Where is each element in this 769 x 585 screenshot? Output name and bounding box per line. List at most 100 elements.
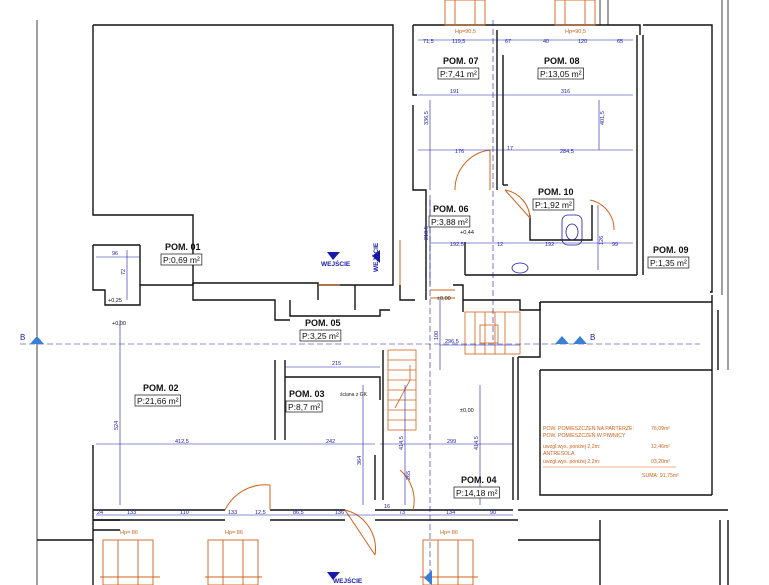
room-area: P:1,92 m² — [535, 200, 572, 210]
dimension-labels: 71,5 119,5 67 40 120 65 191 316 336,5 40… — [97, 29, 623, 536]
room-name: POM. 02 — [143, 383, 179, 393]
summary-value: 03,20m² — [651, 459, 670, 465]
level-label: +0,44 — [460, 230, 474, 236]
level-label: ±0,00 — [437, 296, 451, 302]
room-name: POM. 01 — [165, 242, 201, 252]
room-area: P:7,41 m² — [440, 69, 477, 79]
dim-label: 96 — [112, 251, 118, 257]
dim-label: 316 — [561, 89, 570, 95]
dim-label: 215 — [332, 361, 341, 367]
level-label: +0,25 — [108, 298, 122, 304]
window-height-label: Hp= 86 — [225, 530, 243, 536]
room-area-box — [285, 400, 323, 413]
dim-label: 133 — [228, 510, 237, 516]
fixtures — [511, 214, 583, 274]
room-area-box — [428, 215, 471, 228]
room-name: POM. 05 — [305, 318, 341, 328]
dim-label: 176 — [455, 149, 464, 155]
level-label: +0,00 — [112, 321, 126, 327]
dim-label: 24 — [97, 510, 103, 516]
dim-label: 40 — [543, 39, 549, 45]
summary-line: uwzgl.wys. poniżej 2,2m: — [543, 444, 600, 450]
room-area: P:1,35 m² — [650, 258, 687, 268]
room-area-box — [537, 67, 584, 80]
window-height-label: Hp= 86 — [440, 530, 458, 536]
room-area: P:8,7 m² — [288, 402, 320, 412]
summary-line: POW. POMIESZCZEŃ W PIWNICY — [543, 432, 626, 439]
dim-label: 73 — [399, 510, 405, 516]
room-name: POM. 06 — [433, 204, 469, 214]
room-name: POM. 07 — [443, 56, 479, 66]
dim-label: 192 — [545, 242, 554, 248]
summary-line: POW. POMIESZCZEŃ NA PARTERZE: — [543, 425, 634, 432]
room-area: P:14,18 m² — [456, 488, 498, 498]
dim-label: 100 — [434, 331, 440, 340]
dim-label: 401,5 — [600, 111, 606, 125]
outer-boundary — [36, 0, 729, 585]
room-area-box — [160, 253, 203, 266]
dimension-lines — [20, 20, 700, 585]
room-name: POM. 04 — [461, 475, 497, 485]
dim-label: 126 — [599, 236, 605, 245]
dim-label: 133 — [127, 510, 136, 516]
dim-label: 191 — [450, 89, 459, 95]
dim-label: 136 — [335, 510, 344, 516]
room-area-box — [134, 394, 181, 407]
entrance-label-bottom: WEJŚCIE — [333, 576, 363, 585]
window-height-label: Hp=90,5 — [455, 29, 476, 35]
dim-label: 192,5 — [450, 242, 464, 248]
room-area-box — [437, 67, 480, 80]
room-area-box — [299, 329, 342, 342]
dim-label: 90 — [490, 510, 496, 516]
dim-label: 414,5 — [474, 436, 480, 450]
dim-label: 299 — [447, 439, 456, 445]
dim-label: 524 — [114, 421, 120, 430]
stairs — [387, 311, 521, 431]
dim-label: 72 — [121, 269, 127, 275]
dim-label: 12,5 — [255, 510, 266, 516]
wall-note: ścianа z GK — [340, 392, 368, 398]
summary-value: 76,09m² — [651, 426, 670, 432]
dim-label: 65 — [617, 39, 623, 45]
dim-label: 336,5 — [424, 111, 430, 125]
room-area: P:0,69 m² — [163, 255, 200, 265]
dim-label: 12 — [497, 242, 503, 248]
section-markers: B B — [20, 333, 595, 344]
room-name: POM. 10 — [538, 187, 574, 197]
doors — [224, 149, 615, 556]
dim-label: 414,5 — [399, 436, 405, 450]
summary-line: uwzgl.wys. poniżej 2,2m: — [543, 459, 600, 465]
dim-label: 67 — [505, 39, 511, 45]
room-area-box — [647, 256, 690, 269]
dim-label: 284,5 — [560, 149, 574, 155]
dim-label: 210,5 — [424, 226, 430, 240]
dim-label: 364 — [357, 456, 363, 465]
room-name: POM. 03 — [289, 389, 325, 399]
dim-label: 17 — [507, 146, 513, 152]
room-area: P:21,66 m² — [137, 396, 179, 406]
room-area-box — [532, 198, 575, 211]
entrance-markers: WEJŚCIE WEJŚCIE WEJŚCIE — [321, 242, 432, 585]
walls — [37, 24, 729, 585]
entrance-label-side: WEJŚCIE — [371, 242, 380, 272]
room-area: P:3,25 m² — [302, 331, 339, 341]
dim-label: 16 — [384, 504, 390, 510]
area-summary: POW. POMIESZCZEŃ NA PARTERZE: 76,09m² PO… — [543, 425, 679, 479]
room-area: P:13,05 m² — [540, 69, 582, 79]
room-area: P:3,88 m² — [431, 217, 468, 227]
section-label-right: B — [590, 333, 595, 342]
level-label: ±0,00 — [460, 408, 474, 414]
window-height-label: Hp= 86 — [120, 530, 138, 536]
summary-value: 12,46m² — [651, 444, 670, 450]
dim-label: 134 — [446, 510, 455, 516]
room-labels: POM. 01 P:0,69 m² POM. 02 P:21,66 m² POM. 03… — [134, 56, 690, 499]
room-name: POM. 09 — [653, 245, 689, 255]
room-area-box — [453, 486, 500, 499]
dim-label: 265 — [406, 471, 412, 480]
dim-label: 71,5 — [423, 39, 434, 45]
summary-total: SUMA: 91,75m² — [642, 473, 679, 479]
dim-label: 120 — [578, 39, 587, 45]
window-height-label: Hp=90,5 — [565, 29, 586, 35]
dim-label: 296,5 — [445, 339, 459, 345]
